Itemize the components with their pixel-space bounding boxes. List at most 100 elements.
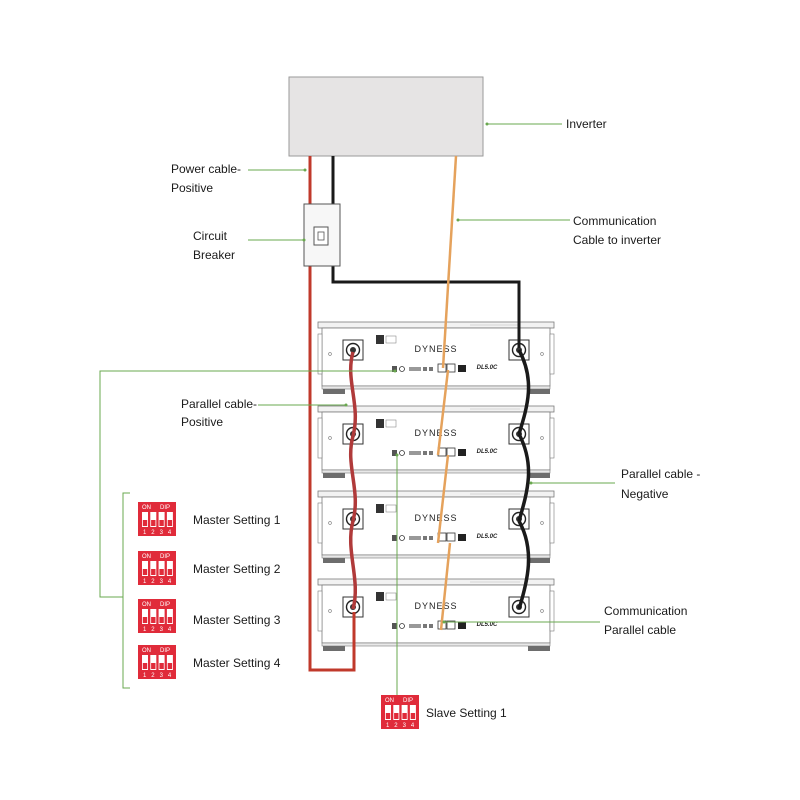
dip-switch-slot — [142, 609, 148, 624]
dip-switch-slot — [150, 655, 157, 670]
communication-parallel-label-1: Communication — [604, 604, 687, 618]
parallel-negative-label-1: Parallel cable - — [621, 467, 700, 481]
power-cable-positive — [308, 156, 356, 672]
dip-switch-slot — [166, 512, 173, 527]
circuit-breaker-label-2: Breaker — [193, 248, 235, 262]
power-cable-positive-label-2: Positive — [171, 181, 213, 195]
dip-number: 4 — [168, 627, 172, 633]
dip-switch-slot — [166, 561, 173, 576]
dip-switch-slot — [142, 655, 148, 670]
dip-number: 4 — [168, 673, 172, 679]
dip-number: 3 — [160, 530, 164, 536]
dip-switch-lever — [167, 663, 173, 669]
slave-setting-1-label: Slave Setting 1 — [426, 706, 507, 720]
communication-parallel-label-2: Parallel cable — [604, 623, 676, 637]
battery-brand: DYNESS — [414, 513, 457, 523]
dip-number: 3 — [160, 579, 164, 585]
dip-switch-lever — [159, 520, 164, 526]
dip-switch-slot — [166, 655, 173, 670]
circuit-breaker — [303, 203, 341, 267]
dip-switch-slot — [158, 512, 165, 527]
dip-label: DIP — [403, 698, 413, 704]
battery-brand: DYNESS — [414, 601, 457, 611]
dip-switch-lever — [142, 569, 148, 575]
dip-number: 4 — [411, 723, 415, 729]
battery-module: DYNESS DL5.0C — [317, 490, 555, 563]
leader-dots — [302, 122, 533, 624]
dip-switch-lever — [394, 713, 399, 719]
dip-switch-slot — [401, 705, 408, 720]
dip-label: DIP — [160, 554, 170, 560]
dip-on-label: ON — [385, 698, 394, 704]
inverter-label: Inverter — [566, 117, 607, 131]
dip-switch-lever — [402, 713, 407, 719]
dip-switch-lever — [151, 663, 156, 669]
circuit-breaker-label-1: Circuit — [193, 229, 228, 243]
battery-model: DL5.0C — [477, 534, 498, 540]
communication-cable-to-inverter — [441, 155, 458, 369]
parallel-negative-label-2: Negative — [621, 487, 669, 501]
dip-switch-lever — [159, 617, 164, 623]
dip-switch-lever — [167, 569, 173, 575]
parallel-positive-label-1: Parallel cable- — [181, 397, 257, 411]
dip-number: 2 — [151, 673, 155, 679]
dip-switch-slot — [409, 705, 416, 720]
dip-switch-lever — [167, 520, 173, 526]
battery-module: DYNESS DL5.0C — [317, 405, 555, 478]
dip-number: 2 — [394, 723, 398, 729]
dip-number: 2 — [151, 530, 155, 536]
parallel-cable-negative — [517, 349, 531, 610]
battery-brand: DYNESS — [414, 428, 457, 438]
dip-number: 1 — [143, 579, 147, 585]
dip-switch-slot — [158, 609, 165, 624]
dip-switch-lever — [167, 617, 173, 623]
dip-switch-lever — [159, 569, 164, 575]
dip-label: DIP — [160, 505, 170, 511]
power-cable-negative — [331, 156, 521, 348]
battery-model: DL5.0C — [477, 622, 498, 628]
dip-switch-slot — [150, 609, 157, 624]
dip-switch-slot — [142, 561, 148, 576]
dip-number: 3 — [403, 723, 407, 729]
dip-on-label: ON — [142, 554, 151, 560]
dip-switch-slot — [158, 655, 165, 670]
dip-number: 1 — [143, 530, 147, 536]
dip-number: 3 — [160, 673, 164, 679]
dip-switch-lever — [151, 569, 156, 575]
inverter-box — [288, 76, 484, 157]
dip-number: 2 — [151, 627, 155, 633]
battery-model: DL5.0C — [477, 449, 498, 455]
battery-brand: DYNESS — [414, 344, 457, 354]
master-setting-4-label: Master Setting 4 — [193, 656, 281, 670]
leader-lines — [99, 123, 615, 700]
dip-switch-lever — [385, 713, 391, 719]
dip-switch-slot — [166, 609, 173, 624]
battery-model: DL5.0C — [477, 365, 498, 371]
dip-number: 1 — [386, 723, 390, 729]
dip-switch-slot — [393, 705, 400, 720]
dip-switch-slot — [150, 512, 157, 527]
dip-switch-lever — [151, 520, 156, 526]
communication-cable — [436, 155, 458, 631]
master-setting-3-label: Master Setting 3 — [193, 613, 281, 627]
parallel-positive-label-2: Positive — [181, 415, 223, 429]
dip-switch-slot — [158, 561, 165, 576]
dip-number: 2 — [151, 579, 155, 585]
dip-on-label: ON — [142, 602, 151, 608]
dip-switch-lever — [151, 617, 156, 623]
communication-parallel-cable — [436, 369, 452, 631]
dip-switch-lever — [410, 713, 416, 719]
dip-switch-lever — [142, 520, 148, 526]
battery-module: DYNESS DL5.0C — [317, 321, 555, 394]
dip-number: 1 — [143, 673, 147, 679]
dip-switch-lever — [142, 617, 148, 623]
dip-switch-lever — [159, 663, 164, 669]
master-setting-1-label: Master Setting 1 — [193, 513, 281, 527]
